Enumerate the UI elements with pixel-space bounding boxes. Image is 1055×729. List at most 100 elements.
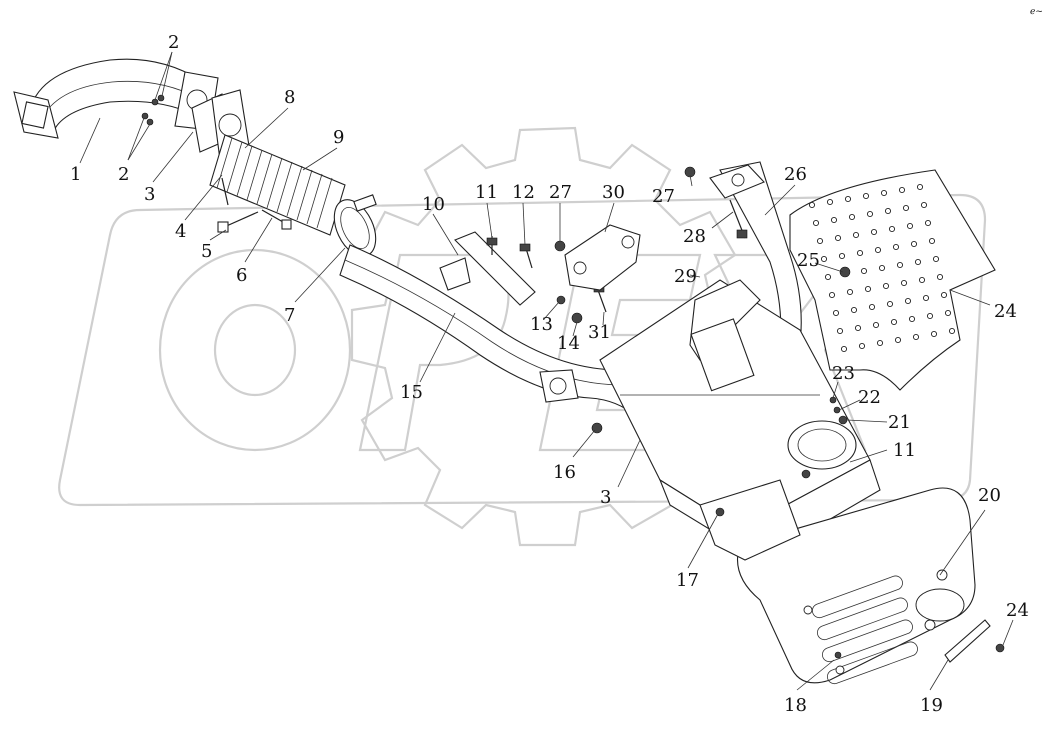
callout-6: 6 <box>236 265 247 286</box>
callout-31: 31 <box>588 322 611 343</box>
callout-5: 5 <box>201 241 212 262</box>
perforation-hole <box>892 243 900 251</box>
callout-15: 15 <box>400 382 423 403</box>
callout-3b: 3 <box>600 487 611 508</box>
perforation-hole <box>916 183 924 191</box>
pipe-clamp <box>333 194 377 257</box>
perforation-hole <box>894 336 902 344</box>
perforation-hole <box>872 321 880 329</box>
perforation-hole <box>862 192 870 200</box>
perforation-hole <box>888 225 896 233</box>
perforation-hole <box>910 240 918 248</box>
perforation-hole <box>940 291 948 299</box>
watermark-letter-o-inner <box>213 303 297 397</box>
perforation-hole <box>808 201 816 209</box>
callout-2b: 2 <box>118 164 129 185</box>
perforation-hole <box>922 294 930 302</box>
callout-12: 12 <box>512 182 535 203</box>
flange-bolts <box>141 94 165 126</box>
perforation-hole <box>890 318 898 326</box>
perforation-hole <box>846 288 854 296</box>
callout-8: 8 <box>284 87 295 108</box>
perforation-hole <box>914 258 922 266</box>
callout-9: 9 <box>333 127 344 148</box>
corner-mark: ℯ~ <box>1030 7 1043 17</box>
perforation-hole <box>812 219 820 227</box>
callout-30: 30 <box>602 182 625 203</box>
perforation-hole <box>886 300 894 308</box>
perforation-hole <box>832 309 840 317</box>
perforation-hole <box>866 210 874 218</box>
perforation-hole <box>898 186 906 194</box>
perforation-hole <box>828 291 836 299</box>
callout-4: 4 <box>175 221 186 242</box>
perforation-hole <box>836 327 844 335</box>
callout-2a: 2 <box>168 32 179 53</box>
callout-10: 10 <box>422 194 445 215</box>
callout-17: 17 <box>676 570 699 591</box>
callout-26: 26 <box>784 164 807 185</box>
perforation-hole <box>856 249 864 257</box>
perforation-hole <box>948 327 956 335</box>
perforation-hole <box>826 198 834 206</box>
perforation-hole <box>816 237 824 245</box>
callout-18: 18 <box>784 695 807 716</box>
perforation-hole <box>830 216 838 224</box>
tail-pipe <box>684 161 802 349</box>
upper-mount-bracket <box>564 224 641 291</box>
perforation-hole <box>864 285 872 293</box>
callout-16: 16 <box>553 462 576 483</box>
perforation-hole <box>906 222 914 230</box>
perforation-hole <box>824 273 832 281</box>
perforation-hole <box>880 189 888 197</box>
callout-19: 19 <box>920 695 943 716</box>
callout-27a: 27 <box>549 182 572 203</box>
clamp-bolts <box>217 177 292 233</box>
perforation-hole <box>834 234 842 242</box>
perforation-hole <box>878 264 886 272</box>
perforation-hole <box>930 330 938 338</box>
callout-7: 7 <box>284 305 295 326</box>
muffler-outlet <box>787 420 857 470</box>
callout-3a: 3 <box>144 184 155 205</box>
shield-fasteners <box>801 266 851 479</box>
callout-23: 23 <box>832 363 855 384</box>
callout-27b: 27 <box>652 186 675 207</box>
callout-22: 22 <box>858 387 881 408</box>
callout-28: 28 <box>683 226 706 247</box>
callout-25: 25 <box>797 250 820 271</box>
pipe-bracket <box>439 231 536 306</box>
perforation-hole <box>876 339 884 347</box>
perforation-hole <box>908 315 916 323</box>
perforation-hole <box>928 237 936 245</box>
exhaust-elbow-pipe <box>13 58 219 139</box>
perforation-hole <box>904 297 912 305</box>
perforation-hole <box>936 273 944 281</box>
shield-slots <box>812 575 918 685</box>
muffler-heat-shield <box>699 479 976 685</box>
perforation-hole <box>902 204 910 212</box>
perforation-hole <box>924 219 932 227</box>
callout-14: 14 <box>557 333 580 354</box>
perforation-hole <box>848 213 856 221</box>
perforation-hole <box>884 207 892 215</box>
perforation-hole <box>926 312 934 320</box>
callout-24b: 24 <box>1006 600 1029 621</box>
perforation-hole <box>820 255 828 263</box>
perforation-hole <box>868 303 876 311</box>
callout-labels: 2 2 1 3 4 5 6 7 8 9 10 11 12 27 30 27 26… <box>70 32 1029 716</box>
callout-11a: 11 <box>475 182 498 203</box>
perforation-hole <box>944 309 952 317</box>
watermark-letter-o <box>158 248 352 452</box>
leader-lines <box>79 51 1014 691</box>
flexible-bellows <box>209 134 346 236</box>
shield-clamp-strip <box>944 619 1005 663</box>
perforation-hole <box>896 261 904 269</box>
perforation-hole <box>932 255 940 263</box>
perforation-hole <box>854 324 862 332</box>
perforation-hole <box>912 333 920 341</box>
callout-29: 29 <box>674 266 697 287</box>
perforation-hole <box>874 246 882 254</box>
perforation-hole <box>860 267 868 275</box>
